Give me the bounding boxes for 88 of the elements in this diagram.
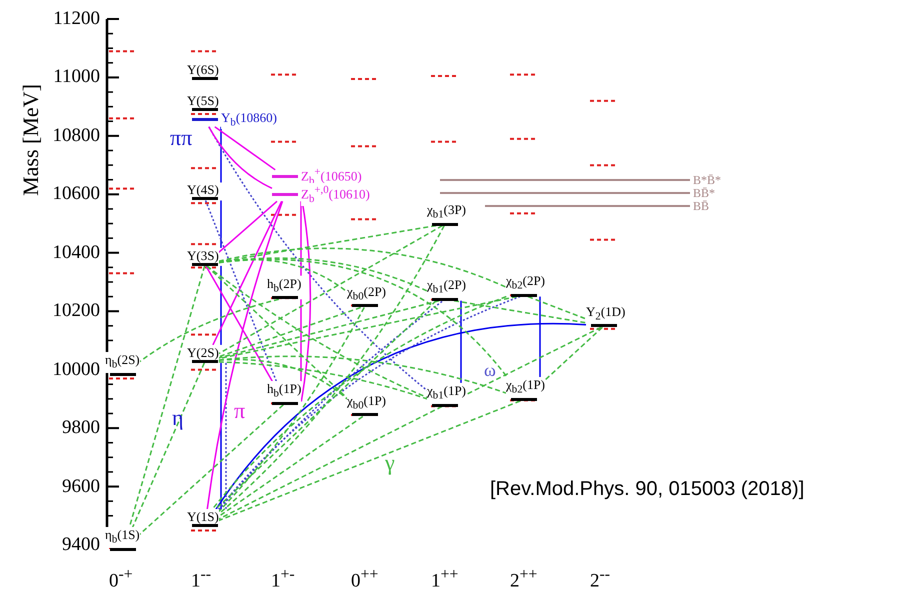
state-label: Υ(2S) [187,344,219,360]
threshold-label: B*B̄* [693,174,722,186]
transition-line [214,126,276,170]
transition-line [132,362,205,528]
quantum-number-label: 2$^{--}$ [590,565,610,592]
transition-line [220,126,222,182]
state-label: Υ$_{b}$(10860) [221,110,277,130]
state-label: Υ(5S) [187,93,219,108]
tick-label: 10400 [52,242,100,263]
threshold-level [485,200,710,212]
transition-line [218,406,442,520]
transition-line [208,126,428,391]
transition-line [225,362,227,510]
quantum-number-label: 2$^{++}$ [510,565,538,592]
transition-line [220,362,222,510]
tick-label: 11000 [53,67,100,88]
transition-line [218,224,443,354]
transition-line [454,300,586,324]
transition-line [215,323,586,510]
transition-line [528,296,586,320]
transition-line [208,126,272,189]
quantum-number-label: 1$^{--}$ [191,565,212,592]
axis-title: Mass [MeV] [18,84,44,196]
transition-line [218,248,506,288]
quantum-number-label: 1$^{++}$ [431,565,458,592]
transition-label: γ [385,450,395,476]
transition-line [220,200,222,248]
state-label: η$_{b}$(2S) [105,352,140,373]
transition-label: ππ [170,125,192,151]
transition-line [205,266,273,382]
energy-level [192,112,277,127]
state-label: Υ(6S) [187,62,219,78]
threshold-level [440,187,716,200]
tick-label: 9800 [62,418,100,438]
energy-level [187,93,219,112]
transition-line [300,201,302,276]
transition-line [128,266,206,528]
transition-line [539,296,541,378]
transition-label: π [234,398,246,424]
transition-line [460,300,462,383]
quantum-number-label: 0$^{-+}$ [109,565,133,592]
energy-level [187,344,219,363]
transition-line [218,416,364,518]
quantum-number-label: 0$^{++}$ [351,565,378,592]
tick-label: 9600 [62,476,100,497]
transition-line [300,299,302,382]
threshold-label: BB̄ [693,200,710,212]
tick-label: 10600 [52,184,100,204]
transition-line [206,265,348,399]
transition-line [544,326,603,381]
transition-line [218,300,440,359]
transition-line [218,307,365,512]
state-label: η$_{b}$(1S) [105,527,140,548]
transition-line [218,225,445,515]
quantum-number-label: 1$^{+-}$ [271,565,295,592]
tick-label: 10000 [52,360,100,380]
transition-line [218,257,428,292]
transition-line [139,404,284,535]
transition-line [204,200,277,382]
transition-line [218,358,348,400]
transition-line [206,265,428,398]
transition-line [466,326,602,396]
threshold-level [440,174,722,186]
transition-label: η [172,405,184,431]
tick-label: 9400 [62,535,100,555]
transition-line [218,306,361,358]
transition-line [220,266,222,345]
transition-line [139,298,280,362]
transition-line [218,356,506,394]
transition-label: ω [484,360,496,381]
state-label: Υ(4S) [187,182,219,198]
energy-level [187,509,219,528]
energy-level [187,62,219,80]
transition-line [218,361,428,400]
energy-level [187,182,219,200]
transition-line [218,258,508,378]
state-label: Υ(1S) [187,509,219,524]
transition-line [218,400,520,522]
transition-line [206,201,284,510]
threshold-label: BB̄* [693,187,716,200]
state-label: h$_{b}$(1P) [267,381,302,402]
tick-label: 11200 [53,9,100,29]
transition-line [218,200,278,253]
tick-label: 10200 [52,301,100,322]
tick-label: 10800 [52,126,100,146]
transition-line [218,224,436,263]
transition-line [212,200,282,346]
citation: [Rev.Mod.Phys. 90, 015003 (2018)] [490,478,804,501]
